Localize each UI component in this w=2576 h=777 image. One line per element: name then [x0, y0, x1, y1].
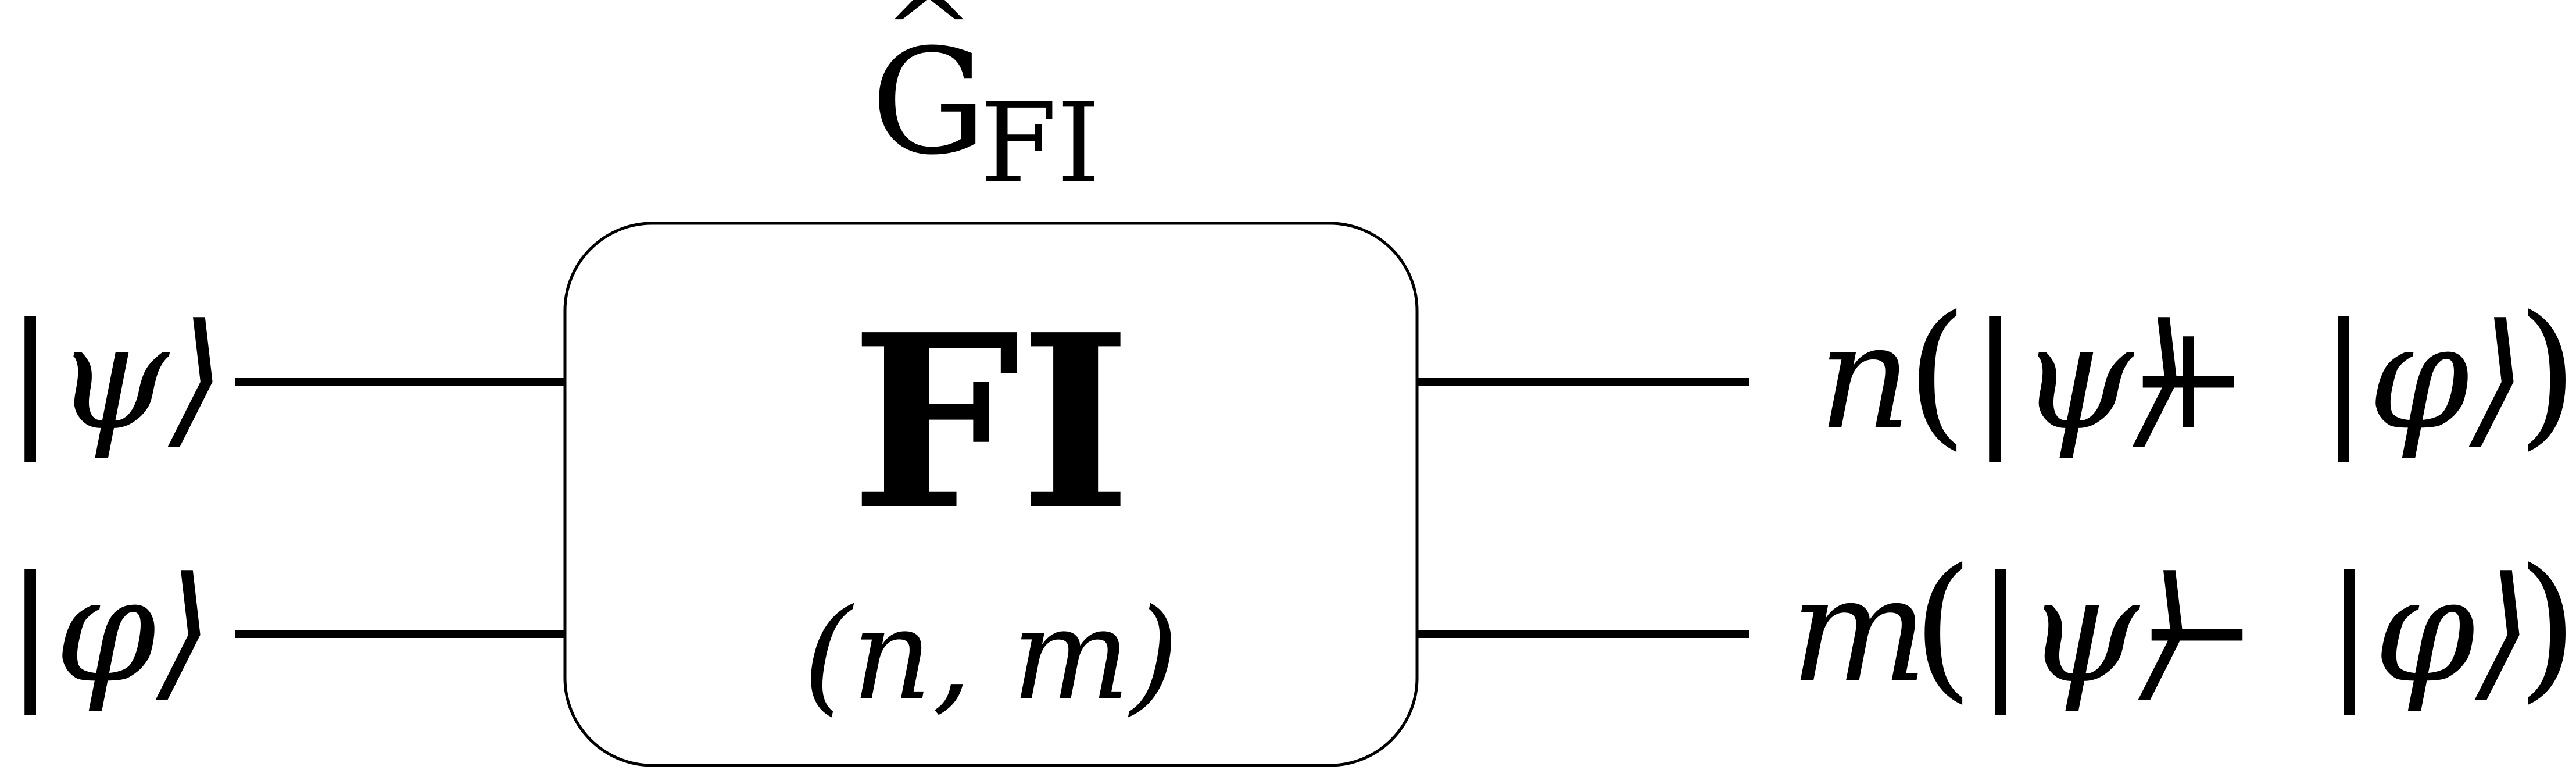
- output-expression-top: n ( |ψ⟩ + |φ⟩ ): [1818, 281, 2576, 465]
- gate-params: (n, m): [803, 582, 1179, 728]
- output-coefficient-n: n: [1818, 293, 1912, 462]
- output-close-paren-bottom: ): [2517, 534, 2576, 718]
- output-coefficient-m: m: [1790, 546, 1928, 715]
- input-ket-psi: |ψ⟩: [6, 293, 226, 462]
- output-ket-psi-top: |ψ⟩: [1970, 293, 2190, 462]
- output-ket-psi-bottom: |ψ⟩: [1976, 546, 2196, 715]
- output-ket-phi-bottom: |φ⟩: [2325, 546, 2532, 715]
- gate-label: FI: [851, 282, 1132, 562]
- plus-operator: +: [2127, 293, 2249, 462]
- operator-label: ^ G FI: [871, 0, 1100, 208]
- output-expression-bottom: m ( |ψ⟩ − |φ⟩ ): [1790, 534, 2576, 718]
- gate-box: [563, 222, 1419, 767]
- input-ket-phi: |φ⟩: [6, 546, 213, 715]
- operator-hat: ^: [882, 0, 975, 96]
- output-open-paren-top: (: [1906, 281, 1967, 465]
- minus-operator: −: [2136, 546, 2257, 715]
- operator-subscript: FI: [981, 79, 1101, 208]
- output-close-paren-top: ): [2517, 281, 2576, 465]
- output-ket-phi-top: |φ⟩: [2319, 293, 2527, 462]
- output-open-paren-bottom: (: [1912, 534, 1973, 718]
- operator-symbol: G: [871, 17, 987, 187]
